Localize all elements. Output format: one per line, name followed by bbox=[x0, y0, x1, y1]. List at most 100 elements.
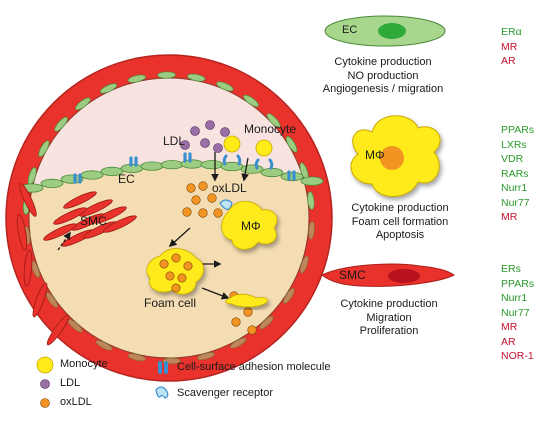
lipid-droplet bbox=[165, 271, 175, 281]
oxldl-particle bbox=[243, 307, 253, 317]
smc-cell bbox=[43, 223, 77, 241]
smc-cell bbox=[16, 213, 28, 251]
smc-cell bbox=[79, 199, 113, 217]
smc-function-3: Proliferation bbox=[359, 325, 419, 337]
legend-oxldl-icon bbox=[40, 398, 50, 408]
smc-functions: Cytokine production Migration Proliferat… bbox=[314, 298, 464, 339]
mphi-receptor-list: PPARs LXRs VDR RARs Nurr1 Nur77 MR bbox=[501, 123, 534, 225]
endothelial-cell bbox=[45, 292, 58, 308]
legend-adhesion-label: Cell-surface adhesion molecule bbox=[177, 361, 331, 373]
endothelial-cell bbox=[100, 166, 124, 176]
mphi-panel-nucleus bbox=[380, 146, 404, 170]
endothelial-cell bbox=[95, 340, 113, 351]
endothelial-cell bbox=[80, 170, 104, 180]
oxldl-particle bbox=[198, 181, 208, 191]
oxldl-particle bbox=[191, 195, 201, 205]
vessel-monocyte-label: Monocyte bbox=[244, 122, 297, 136]
monocyte-arrow bbox=[241, 157, 249, 182]
monocyte-cell bbox=[223, 135, 241, 153]
endothelial-cell bbox=[308, 221, 315, 240]
ldl-particle bbox=[220, 127, 230, 137]
smc-receptor-7: NOR-1 bbox=[501, 350, 534, 362]
ldl-particle bbox=[190, 126, 200, 136]
legend-ldl-icon bbox=[40, 379, 50, 389]
oxldl-particle bbox=[247, 325, 257, 335]
endothelial-cell bbox=[259, 315, 274, 330]
oxldl-particles bbox=[182, 181, 257, 335]
legend-ldl-label: LDL bbox=[60, 377, 81, 389]
smc-receptor-list: ERs PPARs Nurr1 Nur77 MR AR NOR-1 bbox=[501, 262, 534, 364]
endothelium-ring bbox=[22, 71, 315, 365]
legend-monocyte-icon bbox=[36, 356, 54, 374]
endothelial-cell bbox=[127, 74, 146, 83]
endothelial-cell bbox=[243, 94, 259, 108]
apoptotic-cell bbox=[225, 293, 269, 308]
mphi-functions: Cytokine production Foam cell formation … bbox=[325, 202, 475, 243]
smc-group bbox=[16, 183, 137, 346]
smc-panel-label: SMC bbox=[339, 268, 366, 282]
endothelial-layer bbox=[20, 159, 324, 193]
smc-function-1: Cytokine production bbox=[340, 298, 438, 310]
smc-receptor-5: MR bbox=[501, 321, 518, 333]
smc-panel-nucleus bbox=[388, 269, 420, 283]
endothelial-cell bbox=[229, 337, 247, 349]
endothelial-cell bbox=[99, 83, 118, 94]
smc-receptor-6: AR bbox=[501, 335, 516, 348]
mphi-panel-label: MΦ bbox=[365, 148, 385, 162]
adhesion-molecules bbox=[73, 152, 296, 184]
ec-function-3: Angiogenesis / migration bbox=[322, 83, 444, 95]
endothelial-cell bbox=[280, 171, 304, 182]
smc-cell bbox=[32, 282, 48, 318]
vessel-smc-label: SMC bbox=[80, 214, 107, 228]
endothelial-cell bbox=[67, 319, 83, 333]
lipid-droplet bbox=[183, 261, 193, 271]
endothelial-cell bbox=[260, 167, 284, 178]
lipid-droplet bbox=[171, 253, 181, 263]
mphi-receptor-3: VDR bbox=[501, 153, 524, 165]
mphi-receptor-4: RARs bbox=[501, 167, 529, 180]
oxldl-particle bbox=[213, 208, 223, 218]
ec-function-2: NO production bbox=[347, 69, 419, 82]
lipid-droplet bbox=[159, 259, 169, 269]
smc-receptor-4: Nur77 bbox=[501, 306, 530, 319]
endothelial-cell bbox=[216, 81, 234, 92]
mphi-function-3: Apoptosis bbox=[375, 229, 425, 241]
vessel-macrophage-label: MΦ bbox=[241, 219, 261, 233]
ec-receptor-3: AR bbox=[501, 55, 516, 67]
ldl-particle bbox=[200, 138, 210, 148]
endothelial-cell bbox=[54, 116, 68, 132]
oxldl-particle bbox=[198, 208, 208, 218]
adhesion-molecule bbox=[73, 173, 82, 184]
endothelial-cell bbox=[40, 178, 64, 188]
oxldl-particle bbox=[186, 183, 196, 193]
ec-functions: Cytokine production NO production Angiog… bbox=[308, 56, 458, 97]
endothelial-cell bbox=[307, 191, 315, 210]
endothelial-cell bbox=[127, 353, 146, 362]
vessel-ldl-label: LDL bbox=[163, 134, 186, 148]
smc-receptor-1: ERs bbox=[501, 263, 521, 275]
endothelial-cell bbox=[300, 176, 324, 186]
endothelial-cell bbox=[200, 160, 224, 170]
lipid-droplet bbox=[177, 273, 187, 283]
endothelial-cell bbox=[283, 287, 295, 304]
macrophage-cell bbox=[221, 200, 278, 250]
foam-cell-lipids bbox=[159, 253, 193, 293]
endothelial-cell bbox=[75, 97, 91, 111]
mphi-receptor-7: MR bbox=[501, 211, 518, 223]
smc-cell bbox=[19, 183, 37, 217]
smc-receptor-2: PPARs bbox=[501, 277, 534, 290]
apoptosis-arrow bbox=[201, 287, 230, 300]
ec-receptor-2: MR bbox=[501, 40, 518, 53]
scavenger-receptor bbox=[219, 199, 233, 210]
monocyte-group bbox=[222, 135, 274, 170]
mphi-receptor-2: LXRs bbox=[501, 138, 527, 151]
endothelial-cell bbox=[240, 164, 264, 174]
endothelial-cell bbox=[160, 160, 184, 170]
mphi-function-2: Foam cell formation bbox=[351, 215, 449, 228]
legend-scavenger-label: Scavenger receptor bbox=[177, 387, 273, 399]
smc-receptor-3: Nurr1 bbox=[501, 292, 528, 304]
endothelial-cell bbox=[140, 161, 164, 171]
monocyte-cell bbox=[255, 139, 273, 157]
mphi-receptor-1: PPARs bbox=[501, 124, 534, 136]
